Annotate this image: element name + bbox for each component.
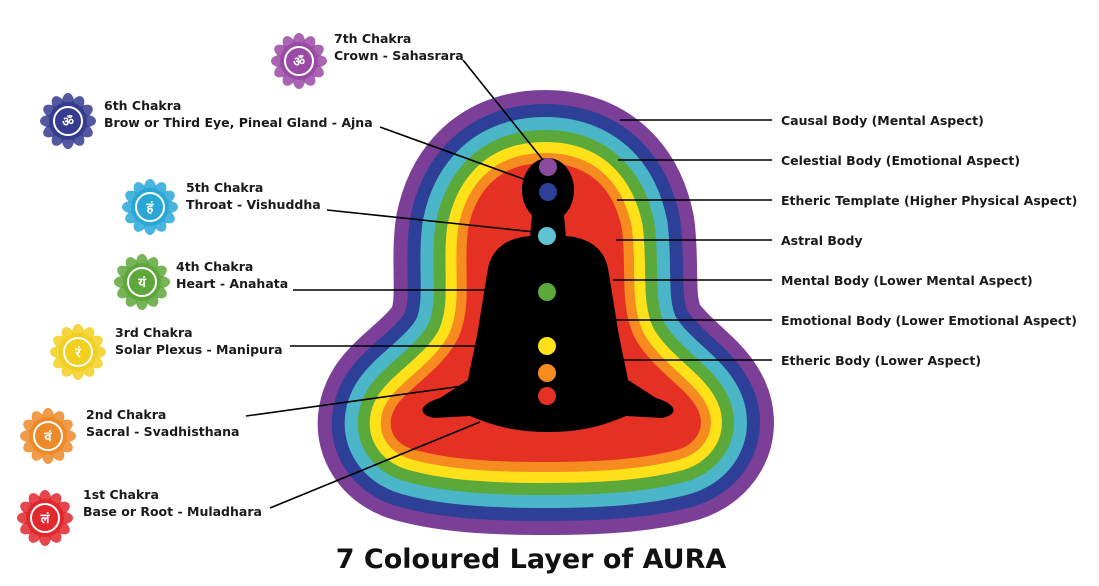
chakra-1-desc: Base or Root - Muladhara [83,504,262,519]
sacral-chakra-icon: वं [20,408,76,464]
lotus-ring [63,337,93,367]
throat-point [538,227,556,245]
body-chakra-points [538,158,557,405]
chakra-symbol: ॐ [293,54,305,70]
heart-chakra-icon: यं [114,254,170,310]
diagram-title: 7 Coloured Layer of AURA [336,544,727,575]
layer-label-causal: Causal Body (Mental Aspect) [781,113,984,128]
chakra-symbol: रं [74,345,81,361]
lotus-ring [284,46,314,76]
throat-chakra-icon: हं [122,179,178,235]
sacral-point [538,364,556,382]
crown-chakra-icon: ॐ [271,33,327,89]
layer-label-astral: Astral Body [781,233,863,248]
chakra-1-name: 1st Chakra [83,487,159,502]
chakra-6-desc: Brow or Third Eye, Pineal Gland - Ajna [104,115,373,130]
third-eye-chakra-icon: ॐ [40,93,96,149]
layer-label-emotional: Emotional Body (Lower Emotional Aspect) [781,313,1077,328]
chakra-3-desc: Solar Plexus - Manipura [115,342,283,357]
chakra-4-desc: Heart - Anahata [176,276,288,291]
chakra-symbol: ॐ [62,114,74,130]
chakra-6-name: 6th Chakra [104,98,181,113]
chakra-2-name: 2nd Chakra [86,407,166,422]
chakra-symbol: यं [137,275,146,291]
solar-plexus-chakra-icon: रं [50,324,106,380]
chakra-symbol: वं [43,429,52,445]
chakra-2-desc: Sacral - Svadhisthana [86,424,239,439]
chakra-7-name: 7th Chakra [334,31,411,46]
lotus-ring [33,421,63,451]
layer-label-etheric: Etheric Body (Lower Aspect) [781,353,981,368]
crown-point [539,158,557,176]
chakra-3-name: 3rd Chakra [115,325,193,340]
aura-layer-labels: Causal Body (Mental Aspect) Celestial Bo… [781,113,1077,368]
chakra-5-name: 5th Chakra [186,180,263,195]
root-chakra-icon: लं [17,490,73,546]
solar-plexus-point [538,337,556,355]
chakra-5-desc: Throat - Vishuddha [186,197,321,212]
layer-label-mental: Mental Body (Lower Mental Aspect) [781,273,1033,288]
lotus-ring [30,503,60,533]
lotus-ring [53,106,83,136]
layer-label-celestial: Celestial Body (Emotional Aspect) [781,153,1020,168]
third-eye-point [539,183,557,201]
chakra-4-name: 4th Chakra [176,259,253,274]
heart-point [538,283,556,301]
leader-lines [245,59,772,509]
layer-label-etheric-template: Etheric Template (Higher Physical Aspect… [781,193,1077,208]
chakra-icons: ॐ ॐ हं यं रं वं लं [17,33,327,546]
lotus-ring [135,192,165,222]
root-point [538,387,556,405]
chakra-symbol: लं [40,511,51,527]
chakra-7-desc: Crown - Sahasrara [334,48,464,63]
lotus-ring [127,267,157,297]
chakra-symbol: हं [146,200,155,216]
chakra-labels: 7th Chakra Crown - Sahasrara 6th Chakra … [83,31,464,519]
